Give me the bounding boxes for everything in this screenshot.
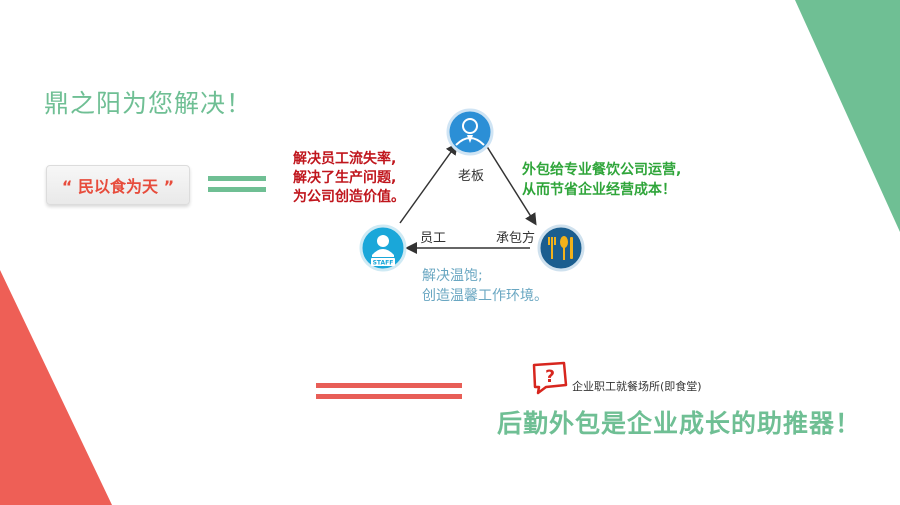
page-title: 鼎之阳为您解决！ — [44, 89, 253, 118]
relationship-diagram: STAFF — [359, 108, 585, 272]
motto-box: “ 民以食为天 ” — [46, 165, 190, 205]
svg-text:?: ? — [545, 367, 555, 387]
contractor-label: 承包方 — [496, 231, 536, 246]
bottom-note-line: 解决温饱; — [422, 268, 483, 284]
green-corner-triangle — [795, 0, 900, 232]
red-equals-bottom-bar — [316, 394, 462, 399]
boss-label: 老板 — [458, 169, 485, 184]
green-equals-top-bar — [208, 176, 266, 181]
red-equals-top-bar — [316, 383, 462, 388]
arrow-employee-to-boss — [399, 142, 458, 224]
right-note-line: 从而节省企业经营成本！ — [522, 182, 676, 198]
red-corner-triangle — [0, 270, 112, 505]
right-note: 外包给专业餐饮公司运营, 从而节省企业经营成本！ — [522, 160, 681, 200]
question-caption: 企业职工就餐场所(即食堂) — [572, 380, 702, 393]
staff-icon: STAFF — [359, 224, 407, 272]
left-note: 解决员工流失率, 解决了生产问题, 为公司创造价值。 — [293, 150, 405, 207]
employee-label: 员工 — [420, 231, 447, 246]
question-icon: ? — [532, 361, 568, 395]
staff-badge: STAFF — [373, 260, 394, 267]
left-note-line: 解决员工流失率, — [293, 151, 397, 167]
cutlery-icon — [537, 224, 585, 272]
bottom-note: 解决温饱; 创造温馨工作环境。 — [422, 266, 548, 306]
right-note-line: 外包给专业餐饮公司运营, — [522, 162, 682, 178]
motto-text: “ 民以食为天 ” — [61, 177, 175, 196]
bottom-note-line: 创造温馨工作环境。 — [422, 288, 548, 304]
green-equals-bottom-bar — [208, 187, 266, 192]
arrow-boss-to-contractor — [485, 144, 537, 226]
left-note-line: 为公司创造价值。 — [293, 189, 405, 205]
boss-icon — [446, 108, 494, 156]
slogan: 后勤外包是企业成长的助推器！ — [497, 409, 862, 438]
left-note-line: 解决了生产问题, — [293, 170, 397, 186]
